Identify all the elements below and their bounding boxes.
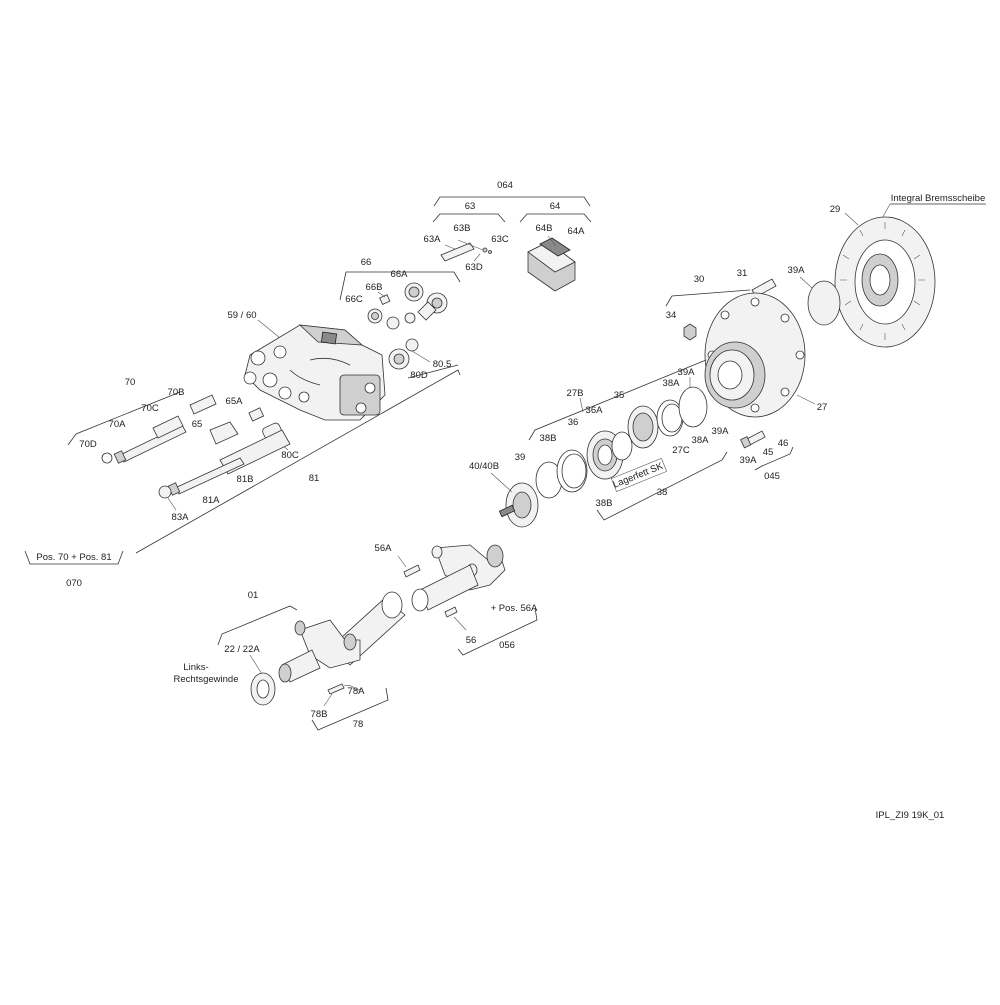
label-46: 46	[778, 438, 789, 449]
label-78: 78	[353, 719, 364, 730]
group-056: 56A + Pos. 56A 56 056	[375, 543, 538, 656]
label-65: 65	[192, 419, 203, 430]
nut-34-part	[683, 323, 697, 341]
label-30: 30	[694, 274, 705, 285]
label-63C: 63C	[491, 234, 509, 245]
label-56: 56	[466, 635, 477, 646]
label-80-5: 80.5	[433, 359, 452, 370]
label-70D: 70D	[79, 439, 97, 450]
label-31: 31	[737, 268, 748, 279]
label-66C: 66C	[345, 294, 363, 305]
label-22-22A: 22 / 22A	[224, 644, 260, 655]
label-63B: 63B	[454, 223, 471, 234]
label-70A: 70A	[109, 419, 127, 430]
label-81B: 81B	[237, 474, 254, 485]
label-65A: 65A	[226, 396, 244, 407]
drawing-reference-id: IPL_ZI9 19K_01	[876, 810, 945, 821]
group-045: 46 45 39A 045	[740, 430, 794, 482]
seal-39A-part	[807, 280, 841, 326]
label-064: 064	[497, 180, 513, 191]
sensor-78B-part	[327, 683, 345, 695]
label-integral-bremsscheibe: Integral Bremsscheibe	[891, 193, 986, 204]
label-38B-a: 38B	[540, 433, 557, 444]
label-pos-70-81: Pos. 70 + Pos. 81	[36, 552, 111, 563]
label-056: 056	[499, 640, 515, 651]
hub-30: 30 31 34 27	[665, 268, 828, 418]
label-63D: 63D	[465, 262, 483, 273]
label-29: 29	[830, 204, 841, 215]
label-66: 66	[361, 257, 372, 268]
label-70B: 70B	[168, 387, 185, 398]
label-59-60: 59 / 60	[227, 310, 256, 321]
label-45: 45	[763, 447, 774, 458]
label-27C: 27C	[672, 445, 690, 456]
label-34: 34	[666, 310, 677, 321]
label-39A-top: 39A	[788, 265, 806, 276]
label-70C: 70C	[141, 403, 159, 414]
label-070: 070	[66, 578, 82, 589]
label-66A: 66A	[391, 269, 409, 280]
bolt-81A-part	[174, 457, 245, 495]
label-56A: 56A	[375, 543, 393, 554]
label-78A: 78A	[348, 686, 366, 697]
label-27B: 27B	[567, 388, 584, 399]
bearing-group-38: 27B 39A 38A 35 36A 36 38B 39 40/40B Lage…	[469, 359, 730, 528]
label-63A: 63A	[424, 234, 442, 245]
label-links: Links-	[183, 662, 208, 673]
label-38: 38	[657, 487, 668, 498]
label-rechtsgewinde: Rechtsgewinde	[174, 674, 239, 685]
group-80: 80.5 80D 80C	[262, 338, 459, 461]
label-38A-b: 38A	[692, 435, 710, 446]
label-64: 64	[550, 201, 561, 212]
label-64B: 64B	[536, 223, 553, 234]
label-27: 27	[817, 402, 828, 413]
label-plus-pos-56A: + Pos. 56A	[491, 603, 538, 614]
label-40-40B: 40/40B	[469, 461, 499, 472]
brake-disc-29: Integral Bremsscheibe 29 39A	[788, 193, 986, 348]
label-045: 045	[764, 471, 780, 482]
cone-65-part	[209, 421, 239, 445]
label-66B: 66B	[366, 282, 383, 293]
label-63: 63	[465, 201, 476, 212]
group-70-81: 70 70B 70C 70A 70D 65A 65 81B 81A 83A 81	[24, 369, 461, 589]
label-36: 36	[568, 417, 579, 428]
label-81A: 81A	[203, 495, 221, 506]
label-36A: 36A	[586, 405, 604, 416]
label-80C: 80C	[281, 450, 299, 461]
label-38B-b: 38B	[596, 498, 613, 509]
label-70: 70	[125, 377, 136, 388]
spring-clip-part	[440, 242, 475, 262]
group-66: 66 66A 66B 66C	[339, 257, 461, 330]
label-01: 01	[248, 590, 259, 601]
label-39A-b: 39A	[678, 367, 696, 378]
bolt-70A-part	[119, 424, 187, 463]
label-39: 39	[515, 452, 526, 463]
label-83A: 83A	[172, 512, 190, 523]
group-064: 064 63 64 63B 63A 63C 63D 64B 64A	[424, 180, 592, 292]
group-01: 01 22 / 22A Links- Rechtsgewinde 78A 78B…	[174, 590, 406, 731]
label-39A-c: 39A	[712, 426, 730, 437]
caliper-59-60: 59 / 60	[227, 310, 386, 421]
label-78B: 78B	[311, 709, 328, 720]
label-64A: 64A	[568, 226, 586, 237]
label-38A-a: 38A	[663, 378, 681, 389]
label-81: 81	[309, 473, 320, 484]
label-39A-d: 39A	[740, 455, 758, 466]
